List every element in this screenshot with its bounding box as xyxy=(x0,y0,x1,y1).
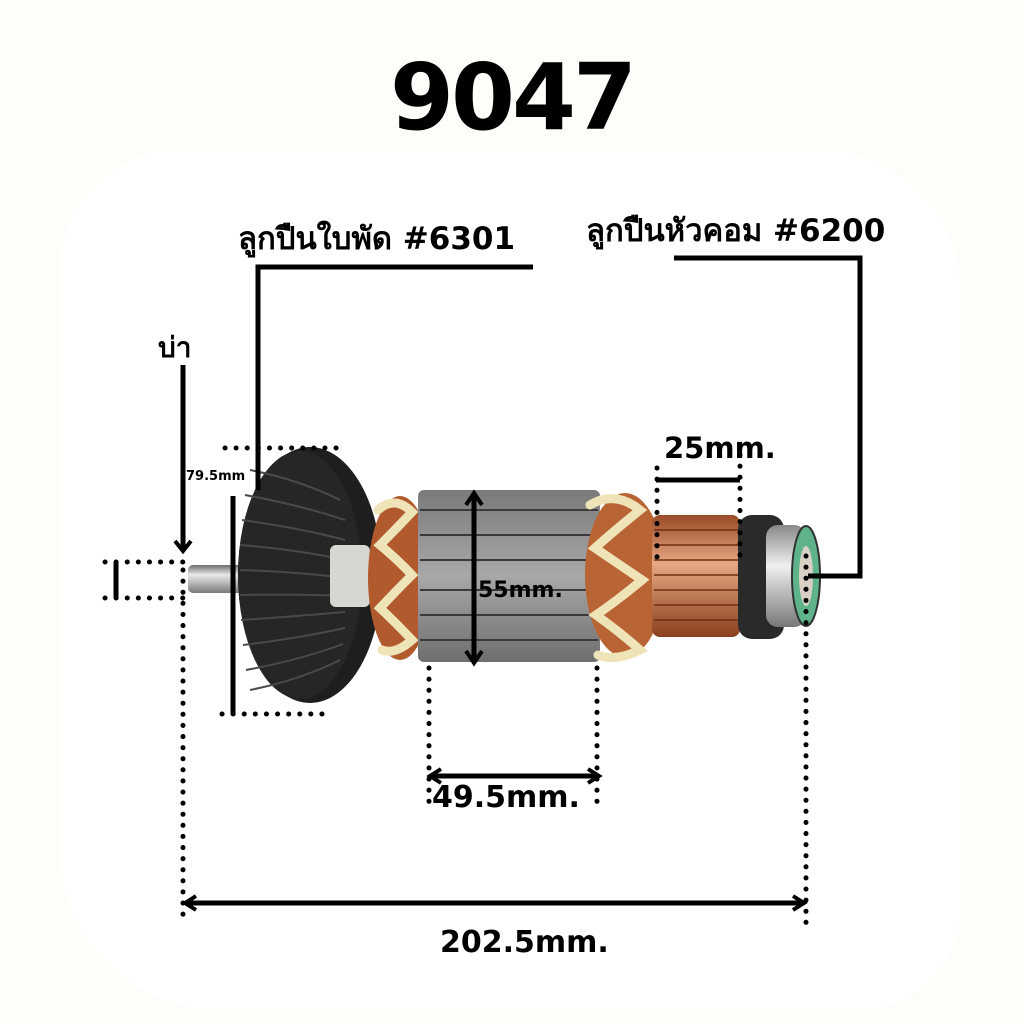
core-diameter-label: 55mm. xyxy=(478,578,563,603)
cooling-fan xyxy=(238,447,382,703)
commutator xyxy=(652,515,740,637)
commutator-length-label: 25mm. xyxy=(664,431,776,465)
windings-left xyxy=(368,496,432,660)
fan-diameter-label: 79.5mm xyxy=(186,469,246,484)
laminated-core xyxy=(418,490,600,662)
fan-bearing-leader xyxy=(255,264,533,490)
shoulder-label: บ่า xyxy=(158,331,192,364)
total-length-label: 202.5mm. xyxy=(440,925,609,960)
fan-bearing-label: ลูกปืนใบพัด #6301 xyxy=(238,221,516,257)
commutator-bearing-leader xyxy=(674,255,863,579)
windings-right xyxy=(585,493,665,663)
core-length-label: 49.5mm. xyxy=(432,780,580,815)
model-number-title: 9047 xyxy=(389,44,637,151)
commutator-bearing-label: ลูกปืนหัวคอม #6200 xyxy=(586,213,886,249)
